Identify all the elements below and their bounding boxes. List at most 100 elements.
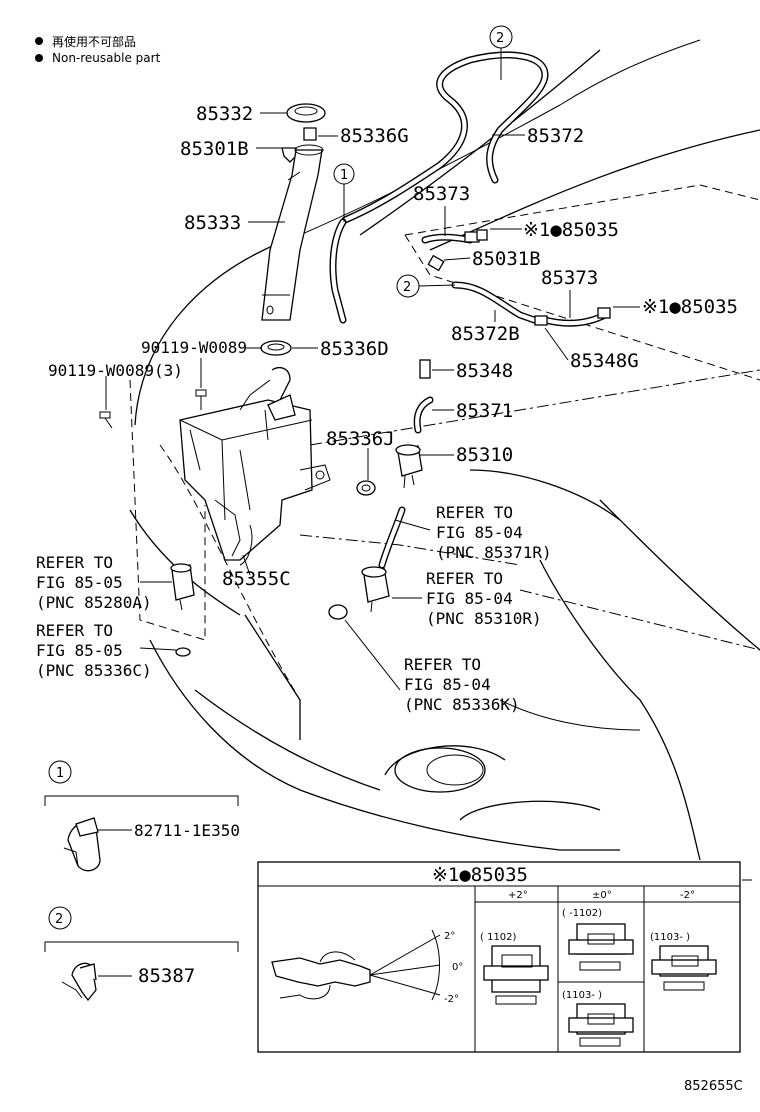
label-82711-1E350: 82711-1E350	[134, 821, 240, 840]
cap-inner	[294, 106, 318, 116]
label-85333: 85333	[184, 212, 241, 234]
body-dash-line-4	[159, 444, 301, 701]
nozzle-minus2	[651, 945, 717, 991]
col-plus2: +2°	[508, 890, 528, 901]
label-85372: 85372	[527, 125, 584, 147]
svg-text:(PNC 85371R): (PNC 85371R)	[436, 543, 552, 562]
nozzle-plus2	[483, 945, 549, 1005]
legend-dot-2	[35, 54, 43, 62]
callout-2-key: 2	[48, 906, 72, 930]
connector-85348	[419, 359, 431, 379]
hose-85372	[341, 51, 549, 224]
grommet-85336J	[356, 480, 376, 496]
grommet-inner	[267, 343, 285, 351]
svg-text:REFER TO: REFER TO	[36, 553, 113, 572]
label-85355C: 85355C	[222, 568, 291, 590]
detail-title: ※1●85035	[432, 864, 528, 886]
svg-text:REFER TO: REFER TO	[36, 621, 113, 640]
svg-text:(PNC 85280A): (PNC 85280A)	[36, 593, 152, 612]
nozzle-part	[427, 254, 445, 272]
label-85035-b: ※1●85035	[642, 296, 738, 318]
label-85035-a: ※1●85035	[523, 219, 619, 241]
leader-lines	[98, 112, 640, 977]
label-85332: 85332	[196, 103, 253, 125]
svg-text:FIG 85-05: FIG 85-05	[36, 641, 123, 660]
nozzle-zero-b	[568, 1003, 634, 1047]
filler-tube-85333	[261, 144, 324, 321]
angle-down: -2°	[444, 994, 459, 1005]
code-zero-b: (1103- )	[562, 990, 602, 1001]
col-zero: ±0°	[592, 890, 612, 901]
clamp-85387	[61, 962, 97, 1002]
callout-1-key: 1	[48, 760, 72, 784]
label-85336J: 85336J	[326, 428, 395, 450]
hose-vertical	[329, 218, 347, 324]
washer-tank	[179, 367, 331, 566]
callout-1-top: 1	[333, 163, 355, 222]
code-minus2: (1103- )	[650, 932, 690, 943]
clamp-82711	[63, 817, 101, 872]
svg-text:REFER TO: REFER TO	[426, 569, 503, 588]
refer-85280A: REFER TO FIG 85-05 (PNC 85280A)	[36, 553, 152, 612]
label-85348: 85348	[456, 360, 513, 382]
svg-text:2: 2	[403, 280, 411, 295]
label-85387: 85387	[138, 965, 195, 987]
key-bracket-2	[44, 941, 239, 952]
hose-85371	[413, 359, 434, 434]
label-85336D: 85336D	[320, 338, 389, 360]
svg-text:(PNC 85336K): (PNC 85336K)	[404, 695, 520, 714]
nozzle-85035-a	[476, 229, 488, 241]
refer-85371R: REFER TO FIG 85-04 (PNC 85371R)	[436, 503, 552, 562]
label-85373-a: 85373	[413, 183, 470, 205]
grommet-85336J-inner	[361, 484, 371, 492]
hose-lower	[378, 506, 406, 569]
connector-85348G	[534, 315, 548, 326]
grommet-85336C	[175, 647, 191, 657]
svg-text:2: 2	[496, 31, 504, 46]
label-90119-a: 90119-W0089	[141, 338, 247, 357]
refer-85336C: REFER TO FIG 85-05 (PNC 85336C)	[36, 621, 152, 680]
detail-box: ※1●85035 +2° ±0° -2° 2° 0° -2° ( 1102) (…	[257, 861, 741, 1053]
svg-text:FIG 85-05: FIG 85-05	[36, 573, 123, 592]
label-85373-b: 85373	[541, 267, 598, 289]
legend-en: Non-reusable part	[52, 51, 161, 65]
label-90119-b: 90119-W0089(3)	[48, 361, 183, 380]
code-zero: ( -1102)	[562, 908, 602, 919]
key-bracket-1	[44, 795, 239, 806]
body-dash-line-5	[129, 379, 206, 641]
bolt-90119-a	[195, 389, 207, 410]
body-dash-line-3	[299, 534, 521, 566]
svg-text:FIG 85-04: FIG 85-04	[426, 589, 513, 608]
nozzle-85035-b	[597, 307, 611, 319]
label-85371: 85371	[456, 400, 513, 422]
label-85310: 85310	[456, 444, 513, 466]
callout-2-mid: 2	[396, 274, 456, 298]
label-85031B: 85031B	[472, 248, 541, 270]
col-minus2: -2°	[680, 890, 695, 901]
label-85348G: 85348G	[570, 350, 639, 372]
callout-2-top: 2	[489, 25, 513, 80]
svg-text:REFER TO: REFER TO	[436, 503, 513, 522]
label-85301B: 85301B	[180, 138, 249, 160]
legend-dot	[35, 37, 43, 45]
legend-ja: 再使用不可部品	[52, 34, 136, 49]
hood-dash-line-2	[404, 234, 760, 381]
svg-text:FIG 85-04: FIG 85-04	[404, 675, 491, 694]
angle-mid: 0°	[452, 962, 463, 973]
svg-text:(PNC 85310R): (PNC 85310R)	[426, 609, 542, 628]
svg-text:REFER TO: REFER TO	[404, 655, 481, 674]
body-dash-line	[309, 369, 760, 446]
hood-dash-line	[404, 184, 760, 236]
grommet-85336K	[328, 604, 348, 620]
svg-text:(PNC 85336C): (PNC 85336C)	[36, 661, 152, 680]
legend: 再使用不可部品 Non-reusable part	[35, 34, 161, 65]
label-85372B: 85372B	[451, 323, 520, 345]
svg-text:1: 1	[340, 168, 348, 183]
code-plus2: ( 1102)	[480, 932, 517, 943]
clip-85301B	[281, 147, 297, 163]
svg-text:2: 2	[55, 912, 63, 927]
pump-85310R	[361, 566, 390, 613]
label-85336G: 85336G	[340, 125, 409, 147]
